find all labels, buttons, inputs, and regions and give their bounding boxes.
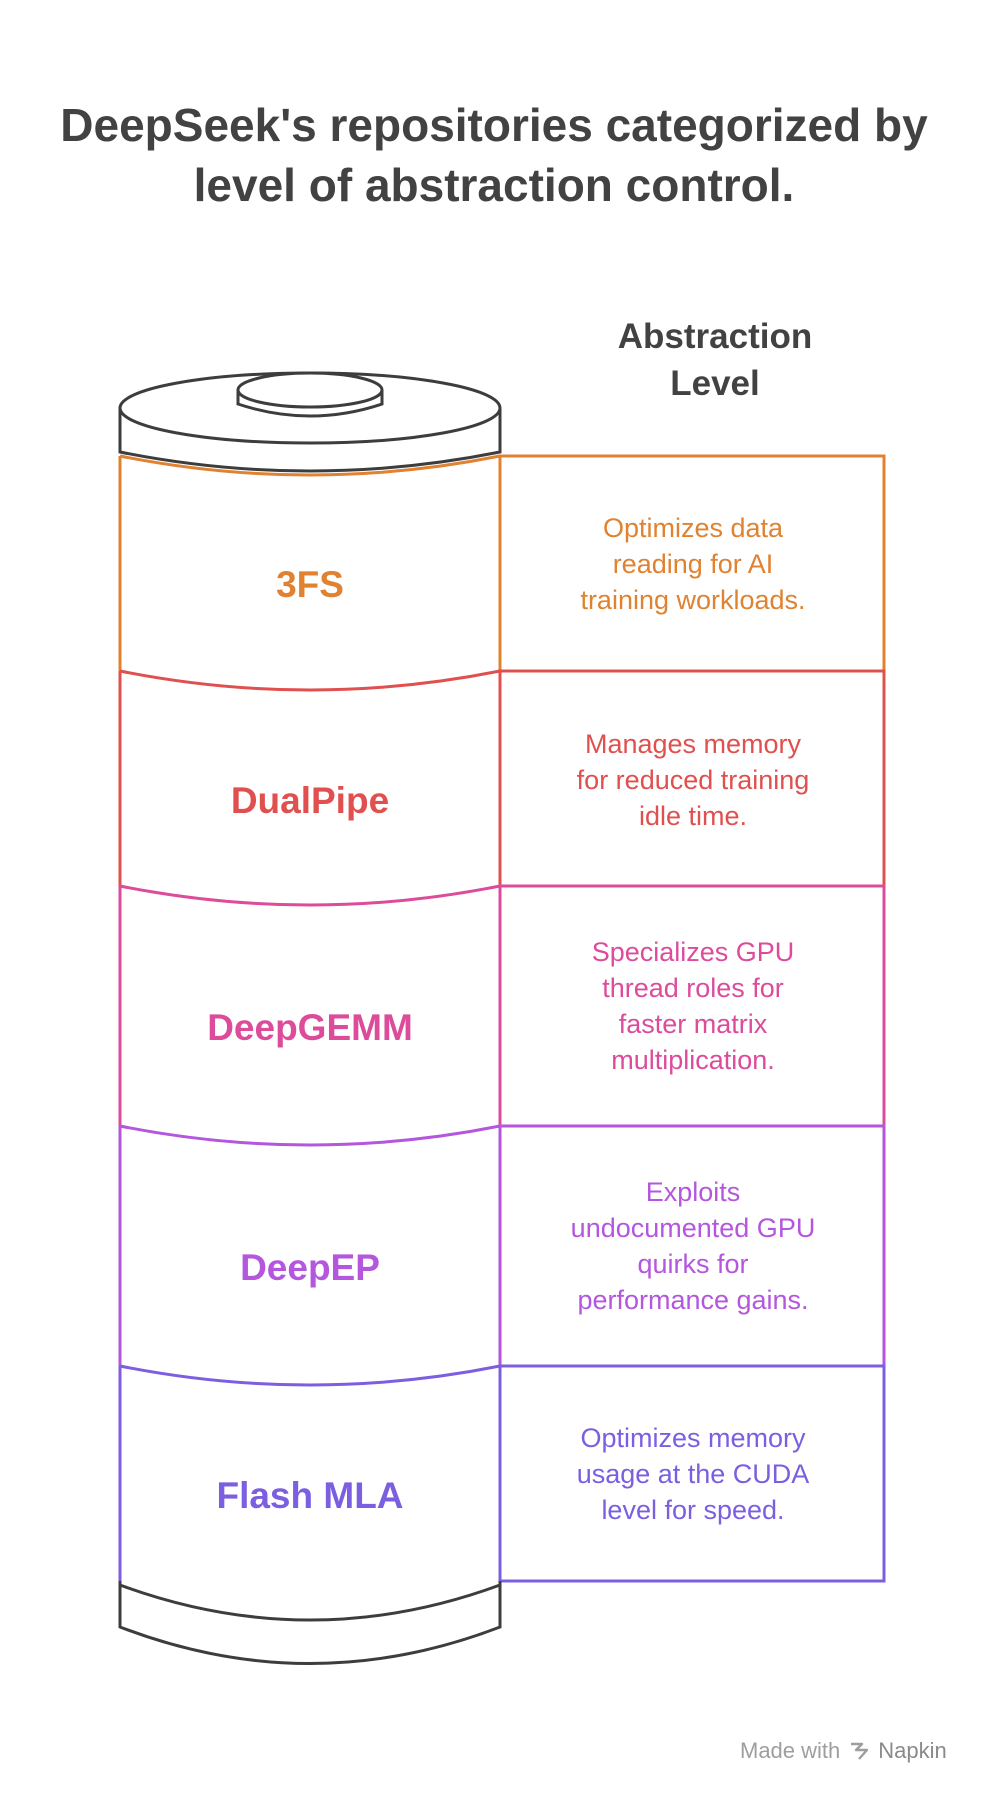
desc-line: idle time. bbox=[638, 801, 748, 831]
segment-desc-deepep: Exploits undocumented GPU quirks for per… bbox=[522, 1174, 864, 1318]
segment-desc-3fs: Optimizes data reading for AI training w… bbox=[522, 510, 864, 618]
watermark-brand: Napkin bbox=[878, 1738, 947, 1763]
desc-line: Optimizes memory bbox=[580, 1423, 806, 1453]
desc-line: training workloads. bbox=[580, 585, 806, 615]
title-line-1: DeepSeek's repositories categorized by bbox=[60, 99, 928, 151]
segment-label-3fs: 3FS bbox=[276, 564, 344, 605]
made-with-napkin-watermark: Made with Napkin bbox=[740, 1738, 947, 1764]
desc-line: Exploits bbox=[645, 1177, 741, 1207]
segment-flash-mla bbox=[118, 1364, 886, 1583]
desc-line: usage at the CUDA bbox=[576, 1459, 810, 1489]
title-line-2: level of abstraction control. bbox=[193, 159, 795, 211]
segment-desc-deepgemm: Specializes GPU thread roles for faster … bbox=[522, 934, 864, 1078]
desc-line: level for speed. bbox=[601, 1495, 785, 1525]
segment-3fs bbox=[118, 454, 886, 673]
segment-desc-flash-mla: Optimizes memory usage at the CUDA level… bbox=[522, 1420, 864, 1528]
segment-label-deepep: DeepEP bbox=[240, 1247, 380, 1288]
segment-deepgemm bbox=[118, 884, 886, 1128]
desc-line: Specializes GPU bbox=[591, 937, 795, 967]
cylinder-base bbox=[118, 1581, 502, 1665]
desc-line: performance gains. bbox=[577, 1285, 809, 1315]
abstraction-level-label: Abstraction Level bbox=[590, 313, 840, 407]
watermark-prefix: Made with bbox=[740, 1738, 841, 1763]
desc-line: Optimizes data bbox=[602, 513, 784, 543]
segment-label-dualpipe: DualPipe bbox=[230, 780, 390, 821]
desc-line: Manages memory bbox=[584, 729, 802, 759]
diagram-title: DeepSeek's repositories categorized by l… bbox=[20, 95, 968, 215]
segment-desc-dualpipe: Manages memory for reduced training idle… bbox=[522, 726, 864, 834]
axis-label-line-2: Level bbox=[670, 364, 760, 403]
segment-label-deepgemm: DeepGEMM bbox=[207, 1007, 413, 1048]
desc-line: undocumented GPU bbox=[570, 1213, 816, 1243]
desc-line: thread roles for bbox=[602, 973, 784, 1003]
desc-line: quirks for bbox=[637, 1249, 749, 1279]
desc-line: reading for AI bbox=[612, 549, 774, 579]
desc-line: for reduced training bbox=[576, 765, 810, 795]
napkin-logo-icon bbox=[851, 1742, 869, 1760]
desc-line: faster matrix bbox=[618, 1009, 768, 1039]
axis-label-line-1: Abstraction bbox=[617, 317, 813, 356]
desc-line: multiplication. bbox=[611, 1045, 775, 1075]
cylinder-top-cap bbox=[118, 371, 502, 473]
segment-label-flash-mla: Flash MLA bbox=[216, 1475, 404, 1516]
